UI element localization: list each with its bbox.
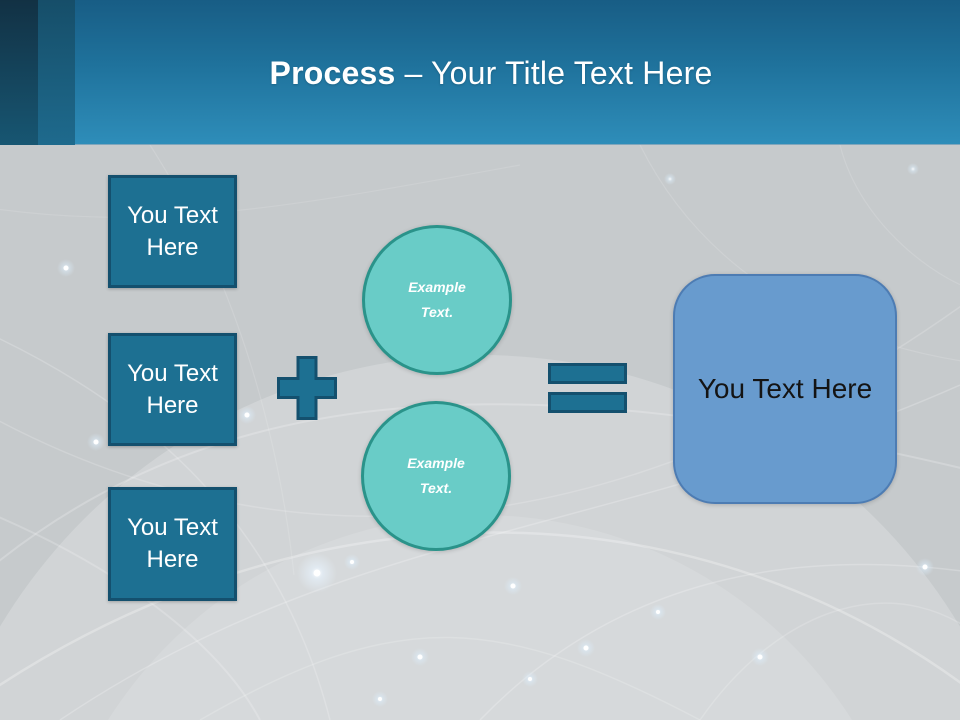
header-stripe-mid <box>38 0 75 145</box>
step-box-3-label: You Text Here <box>127 514 218 573</box>
title-rest: – Your Title Text Here <box>404 55 713 91</box>
step-box-2: You Text Here <box>108 333 237 446</box>
result-box-label: You Text Here <box>697 373 873 404</box>
slide-title: Process– Your Title Text Here <box>0 55 960 92</box>
header-banner: Process– Your Title Text Here <box>0 0 960 145</box>
example-circle-1-label: Example Text. <box>408 279 466 320</box>
example-circle-2: Example Text. <box>361 401 511 551</box>
step-box-1: You Text Here <box>108 175 237 288</box>
title-emphasis: Process <box>269 55 396 91</box>
equals-bar-bottom <box>548 392 627 413</box>
step-box-2-label: You Text Here <box>127 359 218 419</box>
plus-icon <box>277 356 337 420</box>
step-box-1-label: You Text Here <box>127 201 218 261</box>
example-circle-1: Example Text. <box>362 225 512 375</box>
example-circle-2-label: Example Text. <box>407 455 465 496</box>
equals-bar-top <box>548 363 627 384</box>
equals-icon <box>548 363 627 413</box>
result-box: You Text Here <box>673 274 897 504</box>
header-stripe-dark <box>0 0 38 145</box>
step-box-3: You Text Here <box>108 487 237 601</box>
